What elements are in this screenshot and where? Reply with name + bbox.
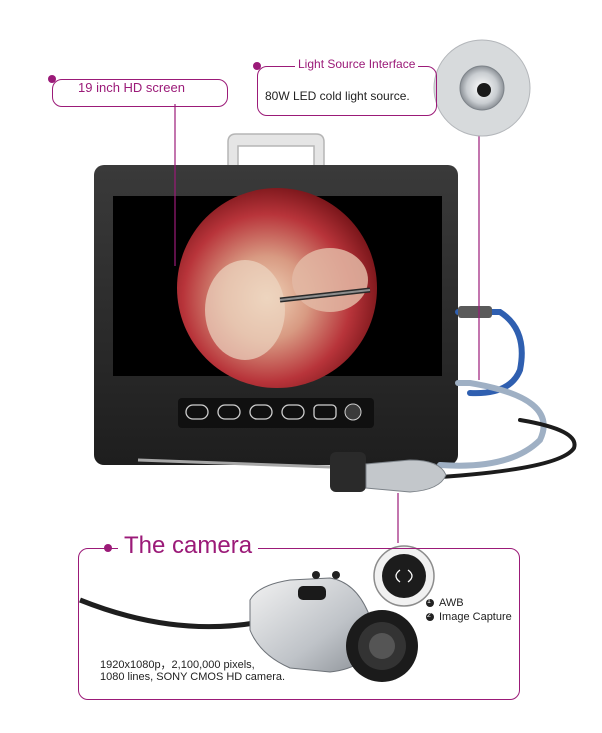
camera-specs-line-2: 1080 lines, SONY CMOS HD camera. (100, 671, 286, 683)
endoscope-eyepiece (330, 452, 366, 492)
endoscope-rod (137, 458, 331, 469)
screen-callout (52, 79, 228, 107)
capture-bullet-icon (426, 613, 434, 621)
monitor-handle (227, 133, 325, 169)
monitor-knob (344, 403, 362, 421)
awb-number: 1 (427, 598, 431, 605)
awb-label: AWB (439, 597, 464, 609)
screen-callout-label: 19 inch HD screen (78, 80, 185, 95)
image-capture-label: Image Capture (439, 611, 512, 623)
monitor-button-1 (185, 404, 209, 420)
light-callout-description: 80W LED cold light source. (265, 89, 410, 103)
monitor-button-3 (249, 404, 273, 420)
camera-specs-line-1: 1920x1080p，2,100,000 pixels, (100, 659, 255, 671)
blue-cable (455, 309, 525, 397)
screen-callout-dot (48, 75, 56, 83)
capture-number: 2 (427, 612, 431, 619)
camera-callout-title: The camera (118, 532, 259, 560)
monitor-button-4 (281, 404, 305, 420)
camera-callout-dot (104, 544, 112, 552)
camera-callout (78, 548, 520, 700)
small-camera-head (365, 459, 447, 493)
monitor-button-2 (217, 404, 241, 420)
light-callout-dot (253, 62, 261, 70)
light-cable (437, 380, 547, 469)
awb-bullet-icon (426, 599, 434, 607)
camera-close-up-cable (79, 597, 271, 630)
light-callout-title: Light Source Interface (295, 57, 419, 71)
monitor-button-5 (313, 404, 337, 420)
camera-cable (423, 418, 577, 480)
